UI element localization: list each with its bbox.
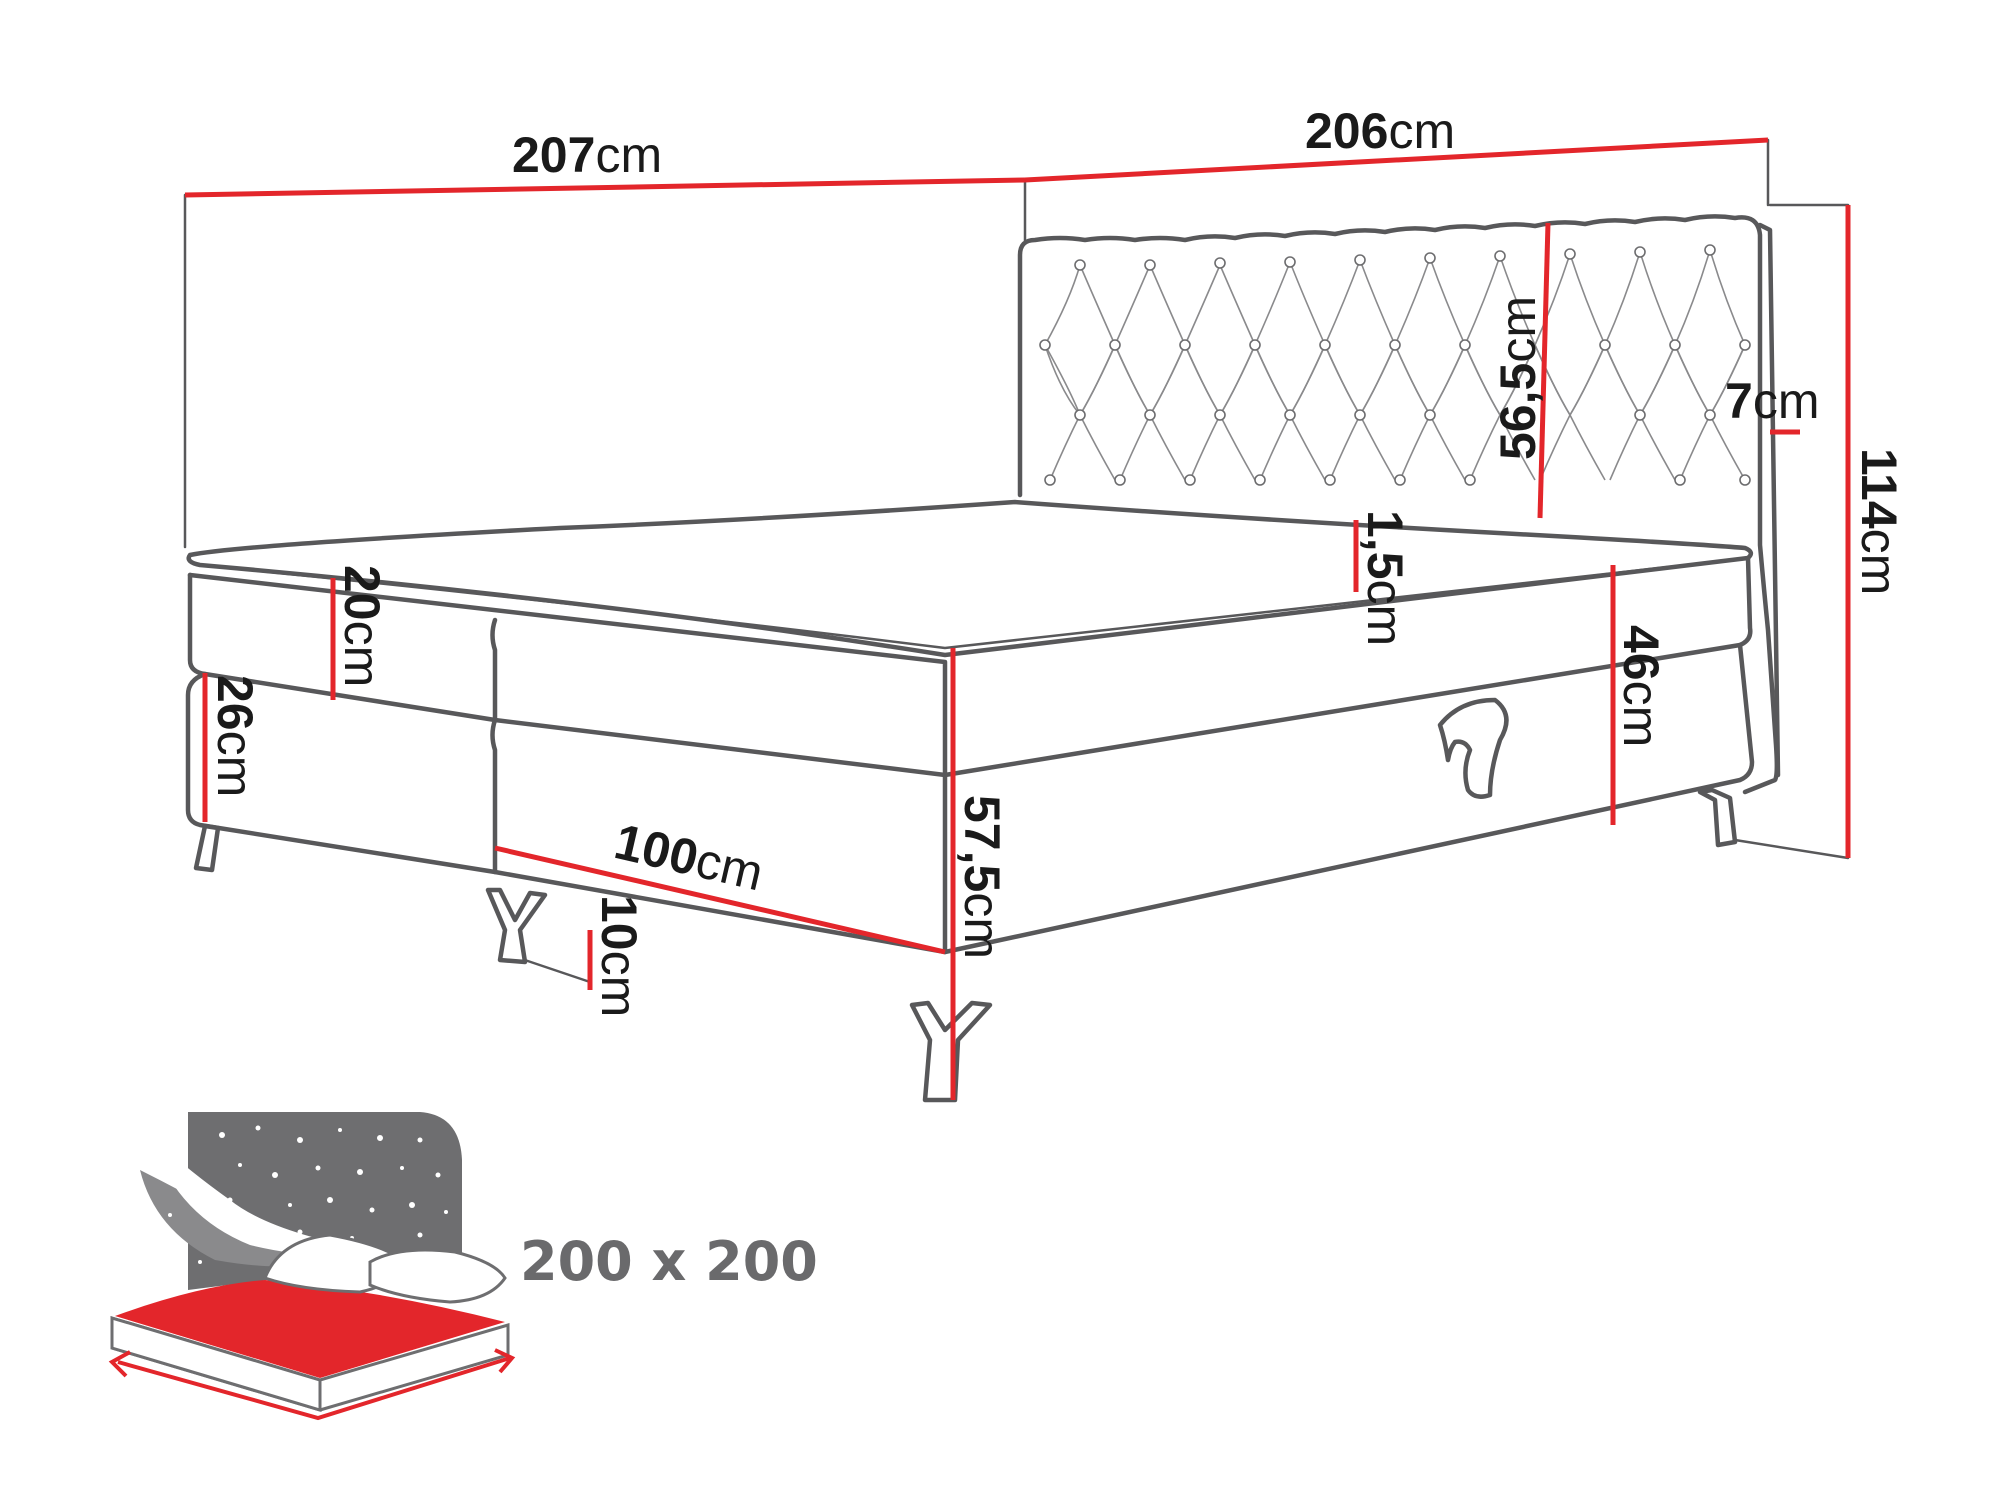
mattress-front-edge [187,572,948,778]
label-topper-thickness: 1,5cm [1357,510,1413,646]
headboard-tufting [1044,247,1746,481]
dimension-lines [184,137,1851,1100]
label-mattress-height: 46cm [1613,625,1669,747]
label-half-width: 100cm [610,813,769,901]
headboard-buttons [1039,244,1751,486]
mattress-seam [490,617,498,723]
bed-drawing [183,138,1850,1103]
topper [186,499,1754,658]
label-length-total: 207cm [512,127,662,183]
base-seam [490,717,498,875]
label-bed-height: 57,5cm [954,795,1010,959]
sleeping-area-icon [108,1112,516,1421]
mattress-box [187,555,1753,778]
sleeping-area-label: 200 x 200 [520,1230,818,1293]
label-headboard-height: 56,5cm [1490,296,1546,460]
reference-lines [183,138,1850,984]
label-headboard-thickness: 7cm [1725,373,1819,429]
lift-handle-icon [1437,697,1509,799]
stars [162,1125,448,1264]
label-topper-height: 20cm [334,565,390,687]
label-base-height: 26cm [207,675,263,797]
base-box [185,642,1755,955]
headboard-edge [1757,222,1781,778]
label-headboard-width: 206cm [1305,103,1455,159]
topper-edge [198,556,1750,650]
headboard [1017,214,1780,795]
bed-legs [193,787,1738,1103]
dimension-labels: 207cm 206cm 56,5cm 7cm 114cm 1,5cm 20cm … [207,103,1907,1017]
label-leg-height: 10cm [591,895,647,1017]
label-total-height: 114cm [1851,448,1907,595]
